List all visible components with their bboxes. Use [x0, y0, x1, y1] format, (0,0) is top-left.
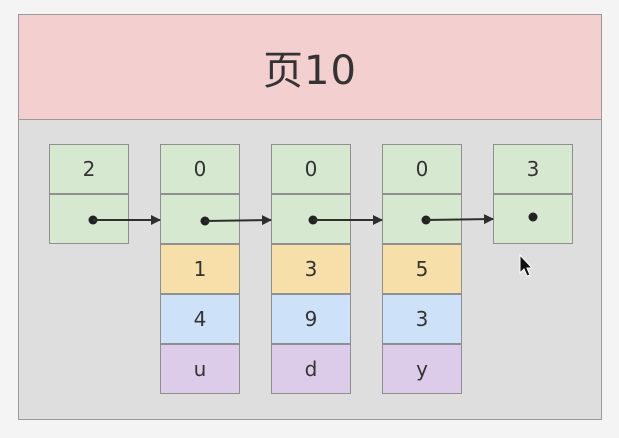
record-header-cell: 2	[49, 144, 129, 194]
page-header: 页10	[19, 15, 601, 120]
record-field-cell: 3	[271, 244, 351, 294]
record-header-cell: 0	[271, 144, 351, 194]
record-field-cell: d	[271, 344, 351, 394]
page-title: 页10	[263, 48, 357, 94]
record-pointer-cell	[271, 194, 351, 244]
record-pointer-cell	[160, 194, 240, 244]
record-field-cell: 1	[160, 244, 240, 294]
record-field-cell: u	[160, 344, 240, 394]
record-pointer-cell	[493, 194, 573, 244]
record-field-cell: 5	[382, 244, 462, 294]
record-field-cell: 3	[382, 294, 462, 344]
record-header-cell: 0	[160, 144, 240, 194]
record-field-cell: 4	[160, 294, 240, 344]
record-header-cell: 0	[382, 144, 462, 194]
record-pointer-cell	[382, 194, 462, 244]
record-pointer-cell	[49, 194, 129, 244]
record-header-cell: 3	[493, 144, 573, 194]
record-field-cell: y	[382, 344, 462, 394]
record-field-cell: 9	[271, 294, 351, 344]
